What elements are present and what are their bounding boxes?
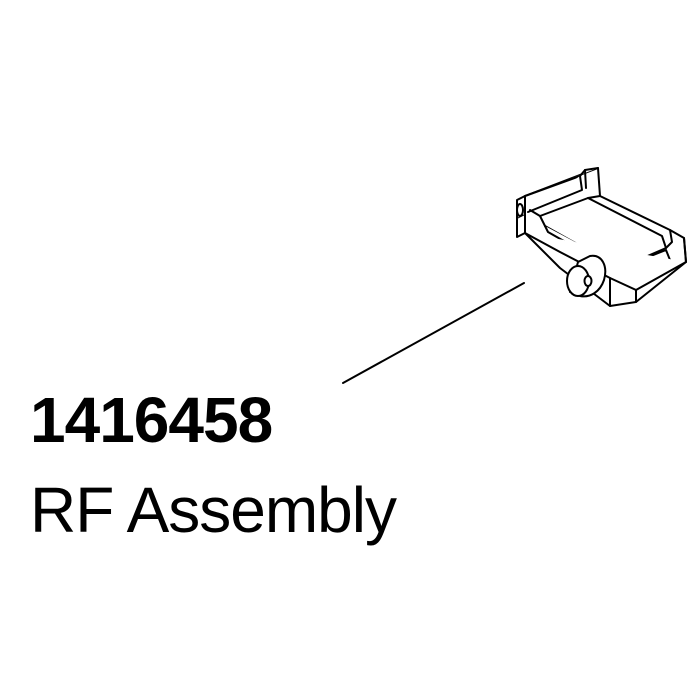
part-name: RF Assembly xyxy=(30,474,397,546)
leader-line xyxy=(342,282,525,384)
rf-assembly-part-drawing-icon xyxy=(516,167,687,307)
part-number: 1416458 xyxy=(30,384,273,456)
